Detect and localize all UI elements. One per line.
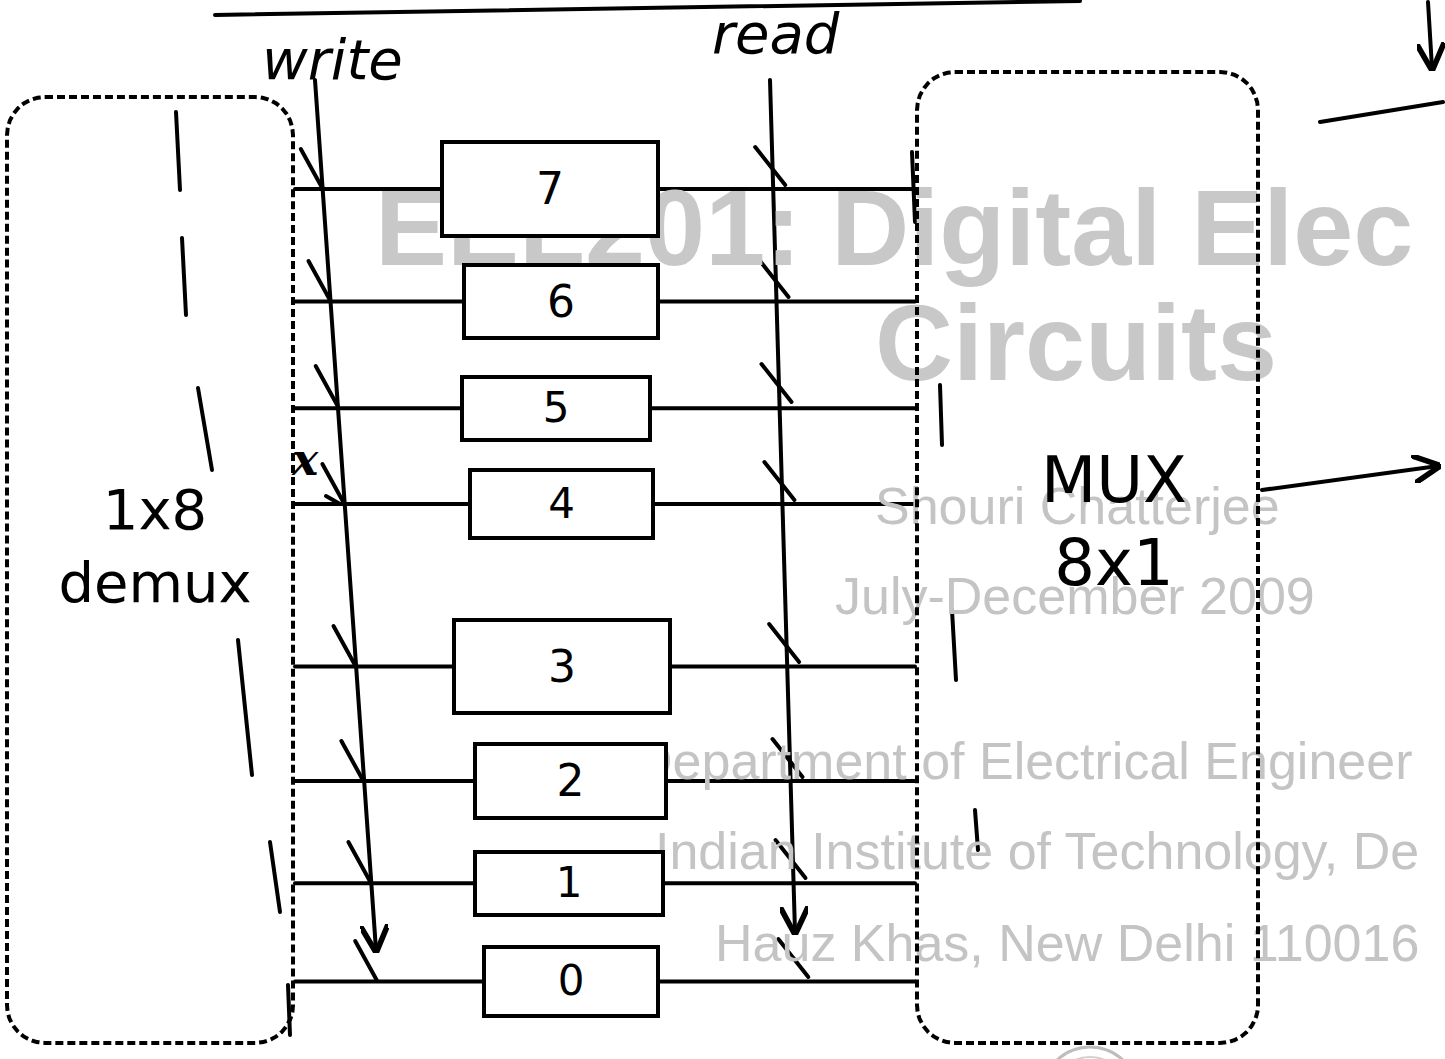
logo-seal xyxy=(1052,1057,1128,1059)
demux-region: 1x8 demux xyxy=(5,95,295,1045)
side-wire xyxy=(1320,102,1443,122)
watermark: Circuits xyxy=(875,289,1277,397)
wire xyxy=(295,881,473,885)
watermark: Indian Institute of Technology, De xyxy=(655,825,1419,877)
register-number: 7 xyxy=(536,160,564,217)
register-number: 6 xyxy=(547,273,575,330)
signal-name: read xyxy=(712,6,839,62)
wire xyxy=(295,300,462,304)
watermark: Hauz Khas, New Delhi 110016 xyxy=(715,917,1419,969)
block-name: 1x8 demux xyxy=(24,474,286,620)
wire xyxy=(295,779,473,783)
wire xyxy=(295,502,468,506)
register-box: 2 xyxy=(473,742,668,820)
wire xyxy=(652,406,915,410)
signal-name: write xyxy=(262,32,403,88)
register-number: 0 xyxy=(558,954,585,1009)
wire xyxy=(295,406,460,410)
register-number: 3 xyxy=(548,638,576,695)
register-number: 4 xyxy=(548,477,575,532)
input-name: x xyxy=(292,438,318,482)
register-number: 1 xyxy=(556,856,583,911)
register-box: 7 xyxy=(440,140,660,238)
wire xyxy=(660,980,915,984)
logo-seal xyxy=(1042,1047,1138,1059)
wire xyxy=(672,665,915,669)
mux-region: MUX 8x1 xyxy=(915,70,1260,1045)
write-bus xyxy=(315,80,376,950)
wire xyxy=(295,980,482,984)
top-wire xyxy=(215,1,1080,15)
output-arrow xyxy=(1262,466,1438,490)
register-box: 5 xyxy=(460,375,652,442)
register-number: 2 xyxy=(557,752,585,809)
register-box: 6 xyxy=(462,263,660,340)
wire xyxy=(295,665,452,669)
input-arrow xyxy=(1428,2,1432,68)
register-number: 5 xyxy=(543,381,570,436)
block-name: MUX 8x1 xyxy=(1014,439,1214,605)
wire xyxy=(665,881,915,885)
register-box: 0 xyxy=(482,945,660,1018)
watermark: Department of Electrical Engineer xyxy=(635,735,1413,787)
register-box: 3 xyxy=(452,618,672,715)
write-switches xyxy=(301,149,377,981)
register-box: 4 xyxy=(468,468,655,540)
register-box: 1 xyxy=(473,850,665,917)
